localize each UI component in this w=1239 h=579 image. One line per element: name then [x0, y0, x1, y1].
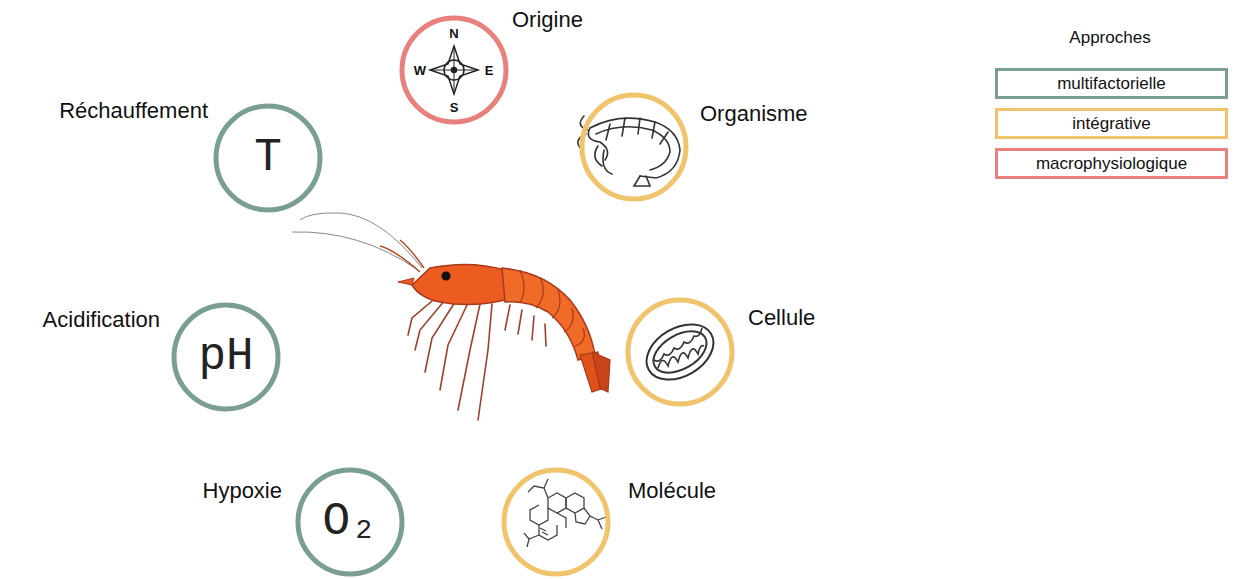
legend-swatch: macrophysiologique [995, 148, 1228, 179]
factor-label: Acidification [43, 308, 160, 332]
mitochondrion-icon [637, 313, 723, 391]
compass-letter: E [485, 63, 494, 78]
factor-circle: RéchauffementT [213, 103, 323, 213]
compass-letter: N [449, 26, 458, 41]
legend-label: multifactorielle [1057, 74, 1166, 94]
factor-circle: Cellule [625, 297, 735, 407]
factor-circle: Organisme [579, 92, 689, 202]
legend-title: Approches [1069, 28, 1150, 48]
factor-symbol: T [213, 103, 323, 213]
circle-outline [625, 297, 735, 407]
factor-symbol: pH [171, 302, 281, 412]
factor-circle: AcidificationpH [171, 302, 281, 412]
factor-label: Molécule [628, 479, 716, 503]
compass-icon [430, 46, 478, 94]
factor-label: Organisme [700, 102, 808, 126]
legend-label: macrophysiologique [1036, 154, 1187, 174]
factor-symbol: O₂ [295, 467, 405, 577]
factor-label: Cellule [748, 306, 815, 330]
factor-label: Hypoxie [203, 479, 282, 503]
legend-swatch: intégrative [995, 108, 1228, 139]
factor-circle: HypoxieO₂ [295, 467, 405, 577]
factor-circle: Molécule [501, 467, 611, 577]
factor-label: Réchauffement [59, 99, 208, 123]
factor-label: Origine [512, 8, 583, 32]
compass-letter: S [450, 100, 459, 115]
compass-letter: W [414, 63, 426, 78]
legend-label: intégrative [1072, 114, 1150, 134]
circle-outline [579, 92, 689, 202]
circle-outline [501, 467, 611, 577]
shrimp-illustration [292, 213, 610, 420]
legend-swatch: multifactorielle [995, 68, 1228, 99]
